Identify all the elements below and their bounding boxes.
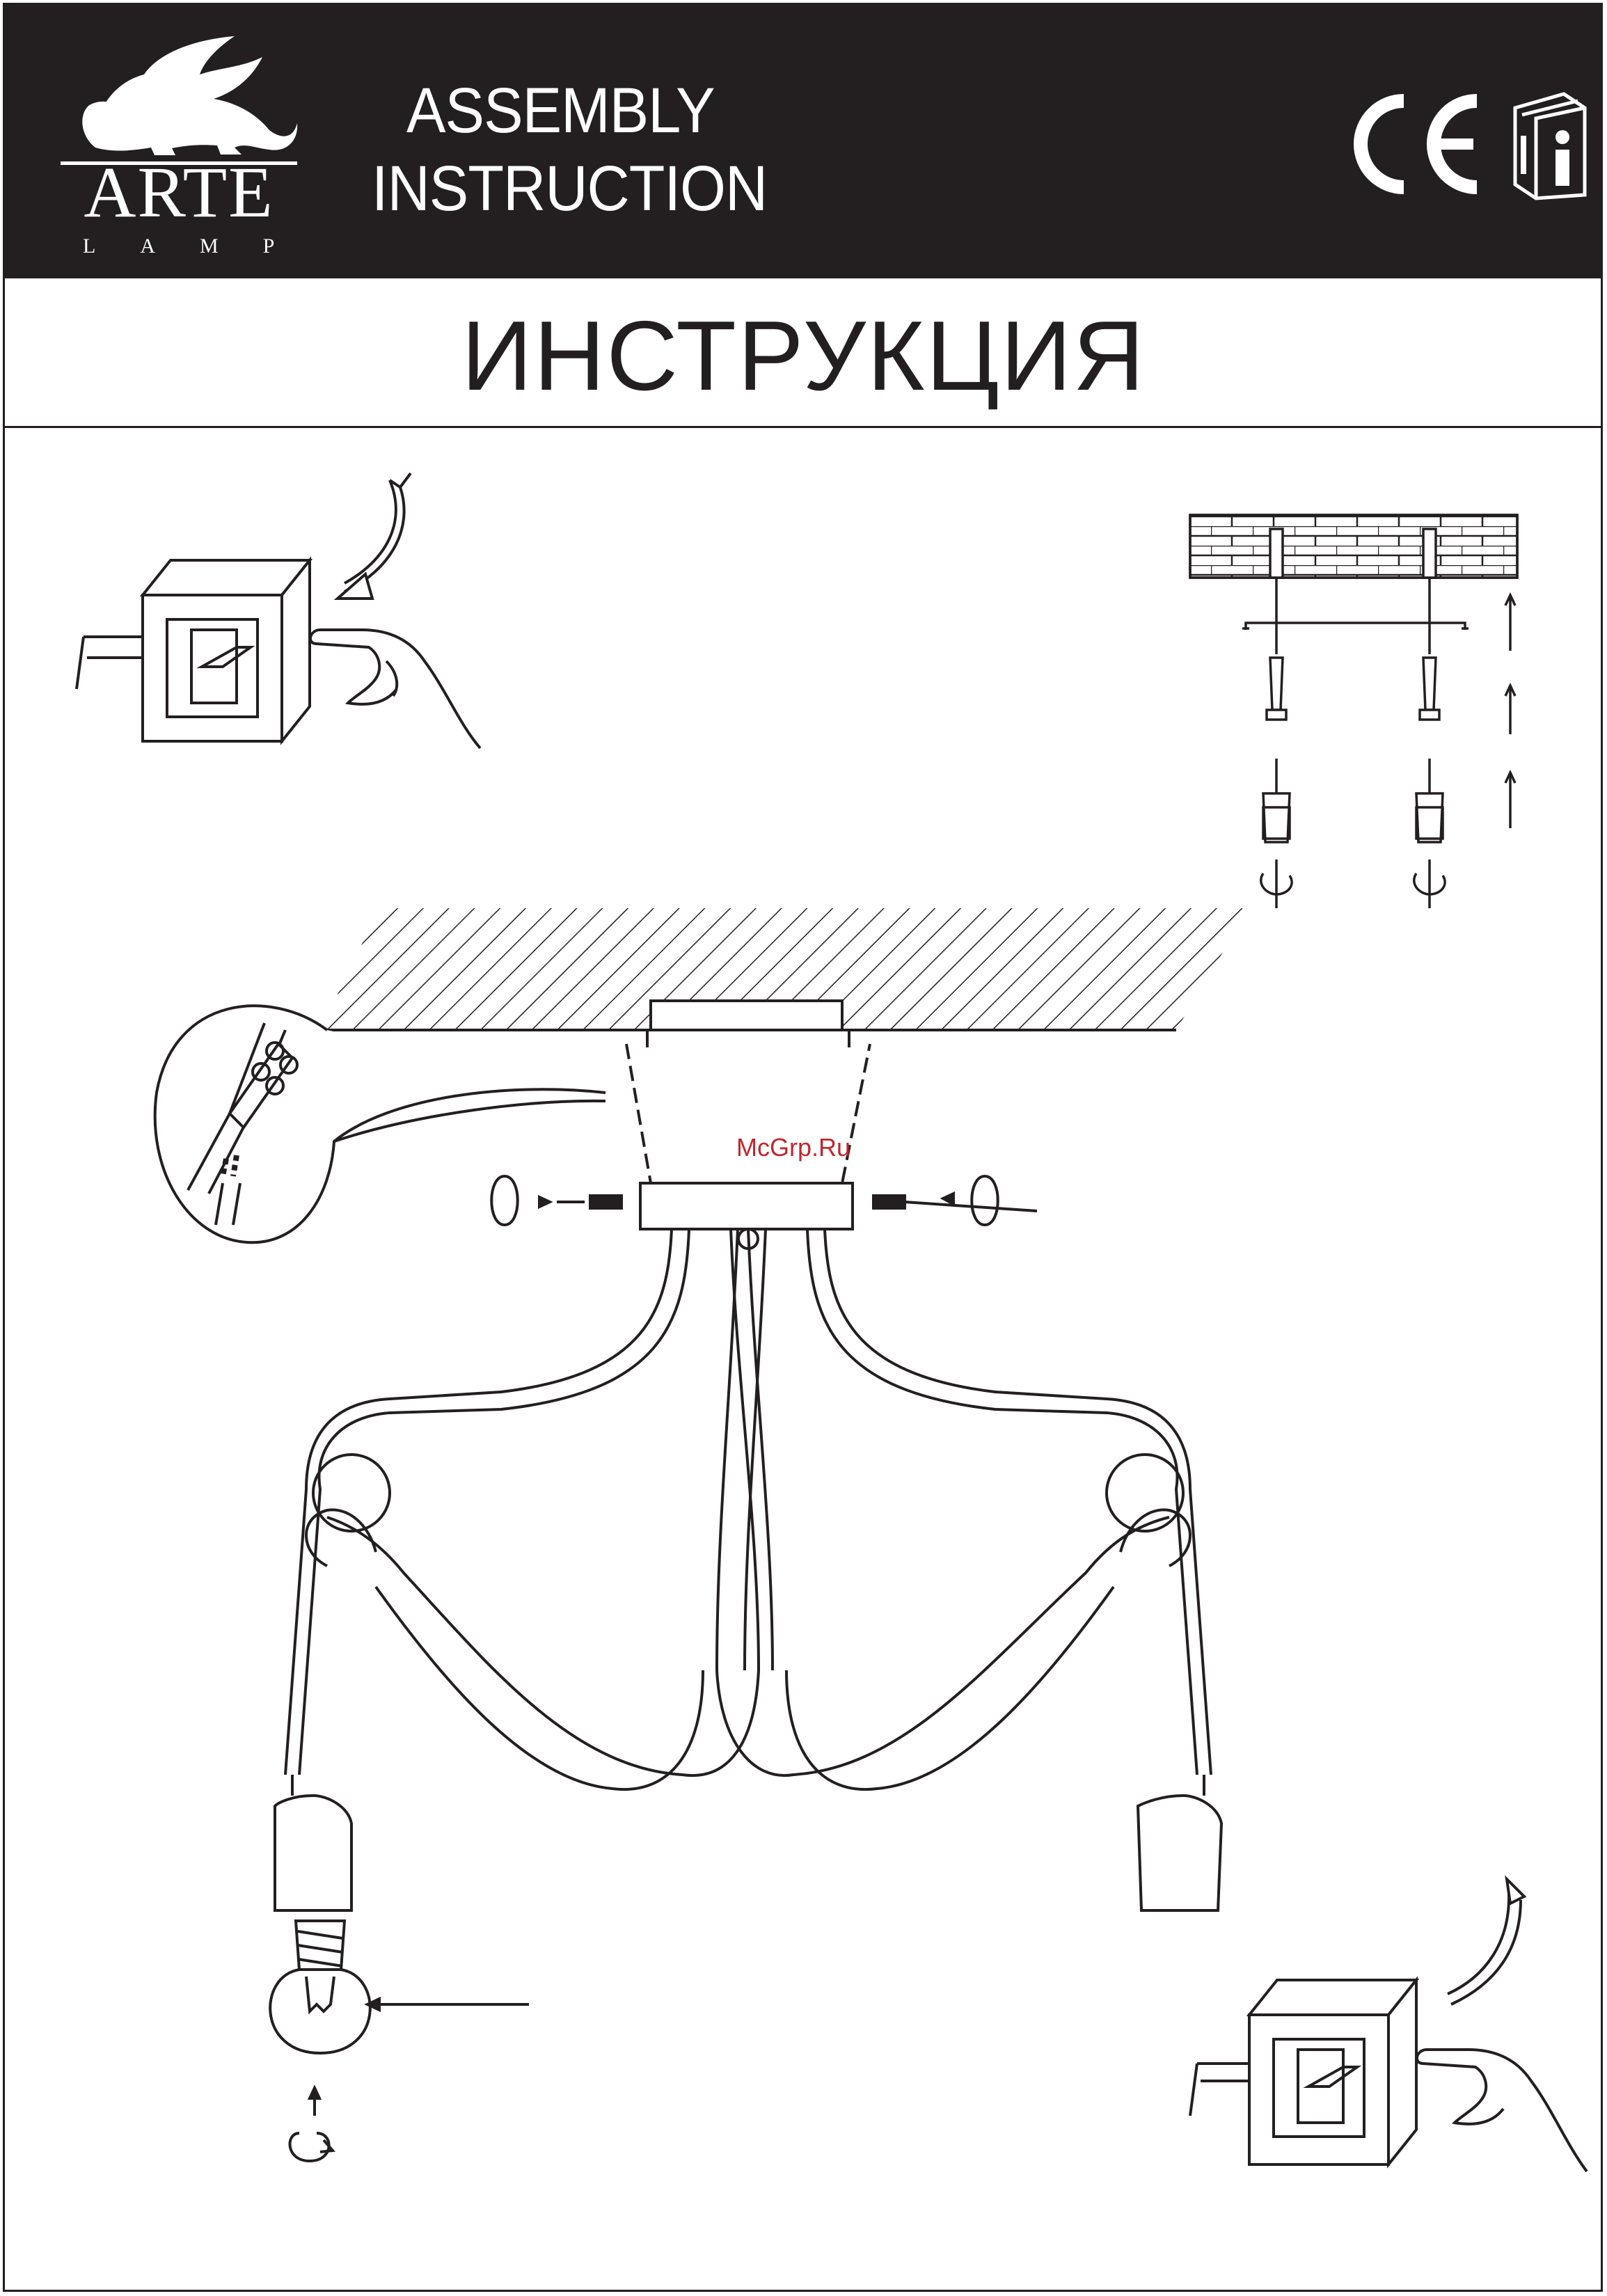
canopy <box>626 1001 870 1229</box>
bracket-screws-icon <box>1242 529 1469 908</box>
wall-switch-icon <box>77 560 310 741</box>
power-off-switch-step <box>77 473 480 748</box>
power-on-switch-step <box>1190 1879 1587 2171</box>
mount-bracket-step <box>1190 515 1517 908</box>
watermark: McGrp.Ru <box>736 1133 850 1162</box>
lamp-holders <box>275 1775 1221 1910</box>
wall-switch-icon <box>1190 1980 1416 2164</box>
light-bulb-icon <box>270 1921 370 2053</box>
install-bulb-step <box>270 1921 529 2161</box>
wire-connection-detail <box>155 1006 605 1242</box>
chandelier-arms <box>285 1229 1211 1789</box>
upward-arrow-icons <box>1505 595 1515 828</box>
